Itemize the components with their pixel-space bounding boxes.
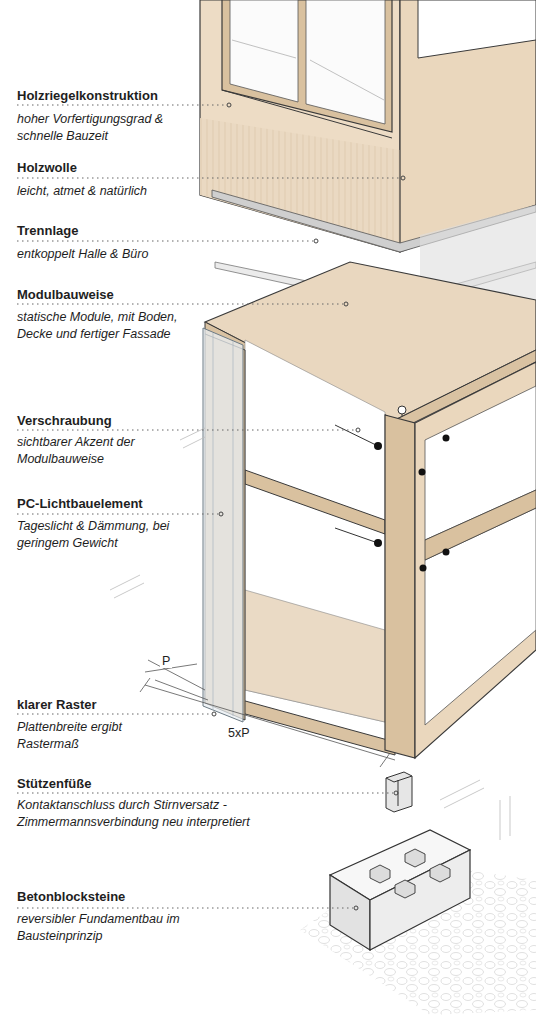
part-note: leicht, atmet & natürlich [17,183,202,200]
part-heading: Holzriegelkonstruktion [17,88,158,104]
dimension-label: P [160,654,172,668]
part-note: Tageslicht & Dämmung, bei geringem Gewic… [17,518,207,551]
part-heading: PC-Lichtbauelement [17,496,143,512]
part-note: statische Module, mit Boden, Decke und f… [17,309,197,342]
part-note: hoher Vorfertigungsgrad & schnelle Bauze… [17,111,202,144]
part-note: Kontaktanschluss durch Stirnversatz - Zi… [17,797,347,830]
part-heading: Trennlage [17,223,78,239]
part-heading: Holzwolle [17,160,77,176]
part-note: entkoppelt Halle & Büro [17,246,202,263]
part-note: sichtbarer Akzent der Modulbauweise [17,434,192,467]
part-heading: Betonblocksteine [17,889,125,905]
part-heading: Verschraubung [17,413,112,429]
part-heading: Stützenfüße [17,776,91,792]
part-heading: Modulbauweise [17,287,114,303]
dimension-label: 5xP [226,726,252,740]
part-heading: klarer Raster [17,697,97,713]
part-note: reversibler Fundamentbau im Bausteinprin… [17,911,217,944]
part-note: Plattenbreite ergibt Rastermaß [17,719,167,752]
